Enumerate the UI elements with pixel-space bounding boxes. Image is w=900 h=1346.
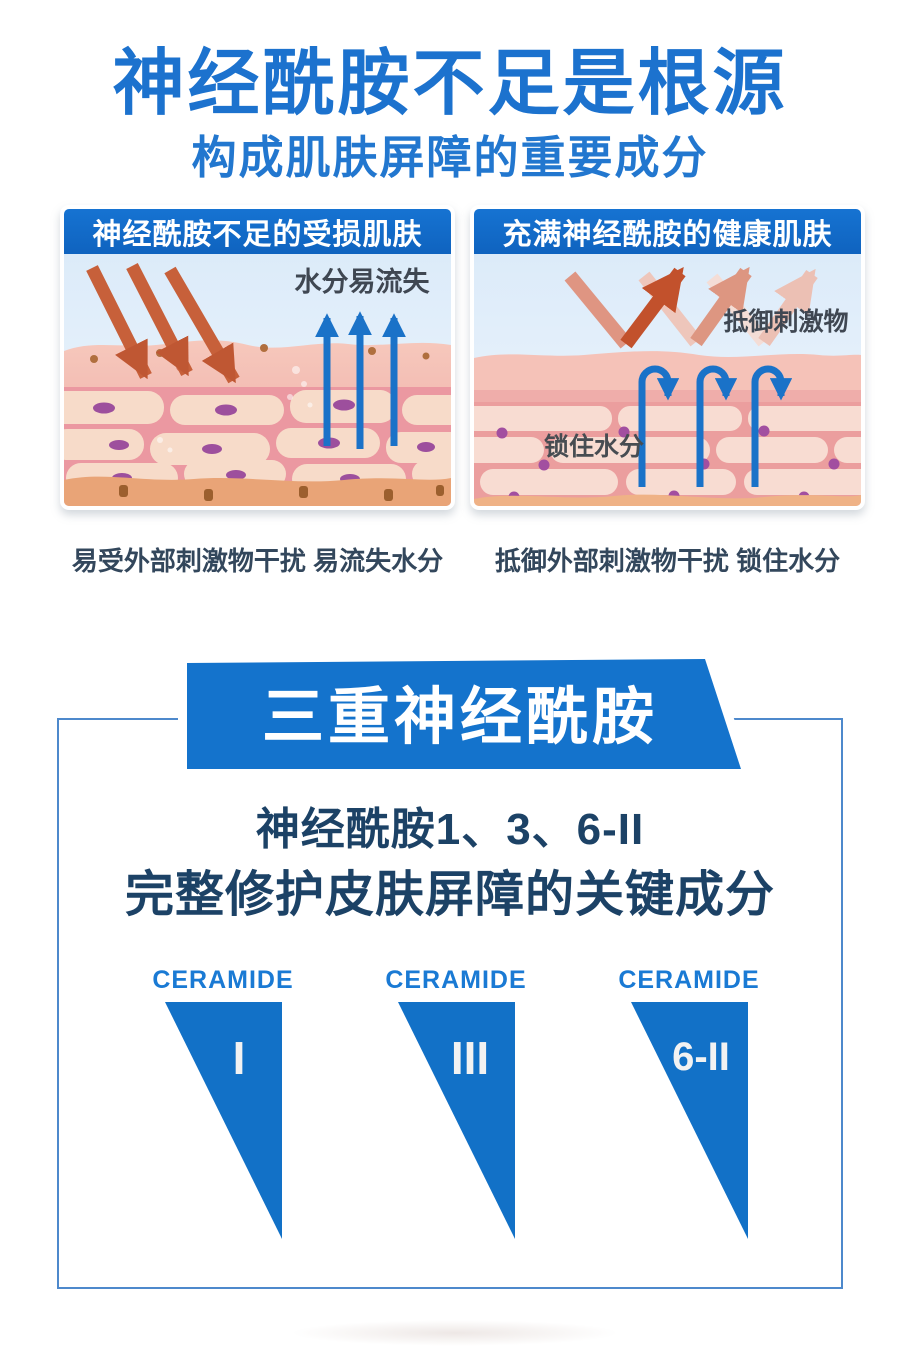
ceramide-numeral-1: I	[233, 1032, 246, 1084]
irritant-bounce-arrows-icon	[564, 266, 818, 349]
irritant-penetration-arrows-icon	[86, 263, 240, 384]
ceramide-wedge-1-icon: I	[165, 1002, 282, 1239]
banner-title: 三重神经酰胺	[262, 683, 658, 752]
healthy-skin-caption: 抵御外部刺激物干扰 锁住水分	[494, 546, 841, 576]
damaged-skin-panel-header: 神经酰胺不足的受损肌肤	[64, 209, 451, 254]
healthy-skin-layers	[474, 351, 861, 506]
barrier-repair-line: 完整修护皮肤屏障的关键成分	[124, 868, 775, 922]
ceramide-numeral-3: 6-II	[672, 1035, 730, 1079]
healthy-skin-illustration: 抵御刺激物 锁住水分	[474, 254, 861, 506]
lock-moisture-label: 锁住水分	[544, 432, 644, 461]
damaged-skin-caption: 易受外部刺激物干扰 易流失水分	[71, 546, 444, 576]
healthy-skin-panel-header: 充满神经酰胺的健康肌肤	[474, 209, 861, 254]
ceramide-label-2: CERAMIDE	[385, 966, 527, 994]
damaged-skin-panel: 神经酰胺不足的受损肌肤	[60, 205, 455, 510]
ceramide-wedge-2-icon: III	[398, 1002, 515, 1239]
moisture-lock-arrows-icon	[638, 365, 793, 487]
damaged-skin-illustration: 水分易流失	[64, 254, 451, 506]
ceramide-wedge-3-icon: 6-II	[631, 1002, 748, 1239]
healthy-skin-panel: 充满神经酰胺的健康肌肤	[470, 205, 865, 510]
next-section-hint	[290, 1320, 620, 1346]
ceramide-numeral-2: III	[451, 1032, 489, 1084]
triple-ceramide-banner: 三重神经酰胺	[178, 652, 754, 778]
page-subtitle: 构成肌肤屏障的重要成分	[191, 132, 709, 183]
ceramide-label-3: CERAMIDE	[618, 966, 760, 994]
moisture-loss-label: 水分易流失	[295, 267, 431, 297]
page-title: 神经酰胺不足是根源	[112, 44, 788, 124]
ceramide-label-1: CERAMIDE	[152, 966, 294, 994]
moisture-loss-arrows-icon	[315, 311, 406, 449]
damaged-skin-layers	[64, 340, 451, 506]
block-irritant-label: 抵御刺激物	[723, 307, 848, 336]
ceramide-types-line: 神经酰胺1、3、6-II	[255, 805, 645, 854]
